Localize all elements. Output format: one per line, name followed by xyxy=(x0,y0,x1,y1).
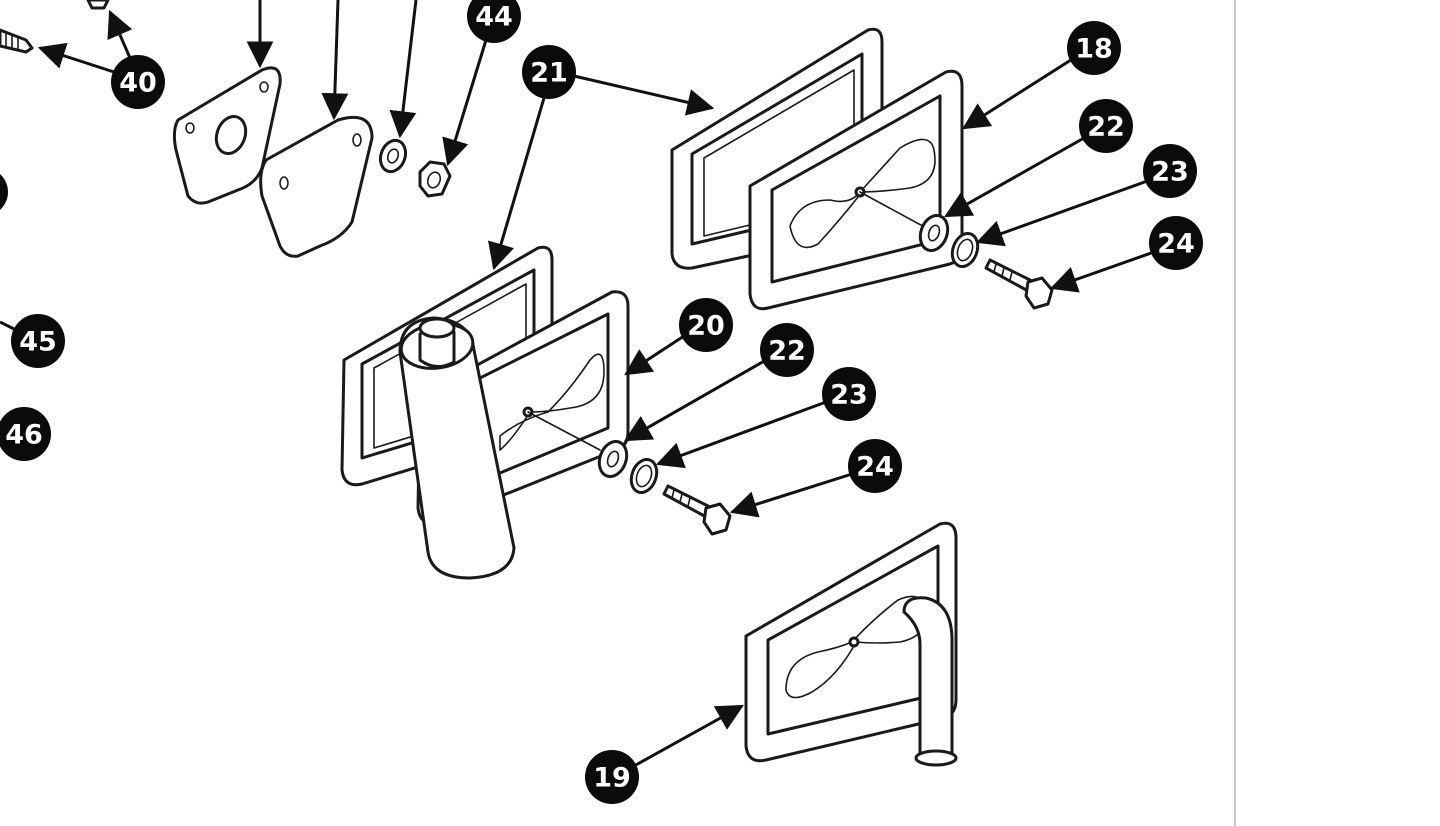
svg-text:21: 21 xyxy=(530,58,568,89)
leader-arrow-19 xyxy=(633,704,744,768)
reed-plate-bottom-with-pipe xyxy=(744,521,958,767)
leader-arrow-44 xyxy=(442,39,488,167)
callout-partial-left xyxy=(0,174,8,210)
leader-arrow-c xyxy=(389,0,418,139)
leader-arrow-45 xyxy=(0,320,17,332)
leader-arrow-24b xyxy=(729,472,853,518)
flange-plate-left xyxy=(172,66,282,205)
leader-arrow-b xyxy=(321,0,349,121)
callouts: 40 44 21 18 22 23 xyxy=(0,0,1203,804)
leader-lines xyxy=(0,0,1155,768)
svg-text:18: 18 xyxy=(1075,34,1113,65)
callout-23-lower: 23 xyxy=(822,367,876,421)
svg-text:44: 44 xyxy=(475,2,513,33)
svg-text:22: 22 xyxy=(768,336,806,367)
callout-44: 44 xyxy=(467,0,521,43)
leader-arrow-23a xyxy=(975,178,1151,247)
svg-text:46: 46 xyxy=(5,420,43,451)
svg-text:23: 23 xyxy=(1151,157,1189,188)
callout-24-lower: 24 xyxy=(848,439,902,493)
leader-arrow-21a xyxy=(573,74,715,116)
callout-19: 19 xyxy=(585,750,639,804)
callout-46: 46 xyxy=(0,407,51,461)
leader-arrow-22a xyxy=(944,136,1085,218)
washer-22-upper xyxy=(918,214,950,252)
leader-arrow-20 xyxy=(624,334,685,376)
hex-nut-top xyxy=(418,160,452,198)
svg-text:23: 23 xyxy=(830,380,868,411)
leader-arrow-40a xyxy=(37,42,115,74)
reed-plate-upper xyxy=(748,69,964,311)
washer-22-lower xyxy=(597,440,629,478)
callout-22-lower: 22 xyxy=(760,323,814,377)
leader-arrow-18 xyxy=(962,56,1075,130)
cylinder-muffler xyxy=(398,316,516,580)
callout-23-upper: 23 xyxy=(1143,144,1197,198)
flange-plate-right xyxy=(259,115,374,258)
callout-24-upper: 24 xyxy=(1149,216,1203,270)
svg-text:40: 40 xyxy=(119,68,157,99)
panel-divider xyxy=(1234,0,1236,826)
small-washer-top xyxy=(378,138,408,174)
callout-20: 20 xyxy=(679,298,733,352)
svg-text:22: 22 xyxy=(1087,112,1125,143)
leader-arrow-24a xyxy=(1049,250,1155,293)
svg-text:24: 24 xyxy=(856,452,894,483)
callout-40: 40 xyxy=(111,55,165,109)
bolt-fragment-top-left xyxy=(0,0,110,54)
leader-arrow-23b xyxy=(655,400,827,469)
leader-arrow-40b xyxy=(107,9,133,59)
callout-45: 45 xyxy=(11,314,65,368)
svg-text:24: 24 xyxy=(1157,229,1195,260)
washer-23-upper xyxy=(950,232,980,268)
washer-23-lower xyxy=(629,458,659,494)
callout-18: 18 xyxy=(1067,21,1121,75)
bolt-24-upper xyxy=(984,258,1054,310)
leader-arrow-21b xyxy=(488,97,546,271)
bolt-24-lower xyxy=(662,484,732,536)
svg-text:19: 19 xyxy=(593,763,631,794)
callout-21: 21 xyxy=(522,45,576,99)
svg-text:20: 20 xyxy=(687,311,725,342)
svg-text:45: 45 xyxy=(19,327,57,358)
callout-22-upper: 22 xyxy=(1079,99,1133,153)
leader-arrow-22b xyxy=(624,358,767,442)
